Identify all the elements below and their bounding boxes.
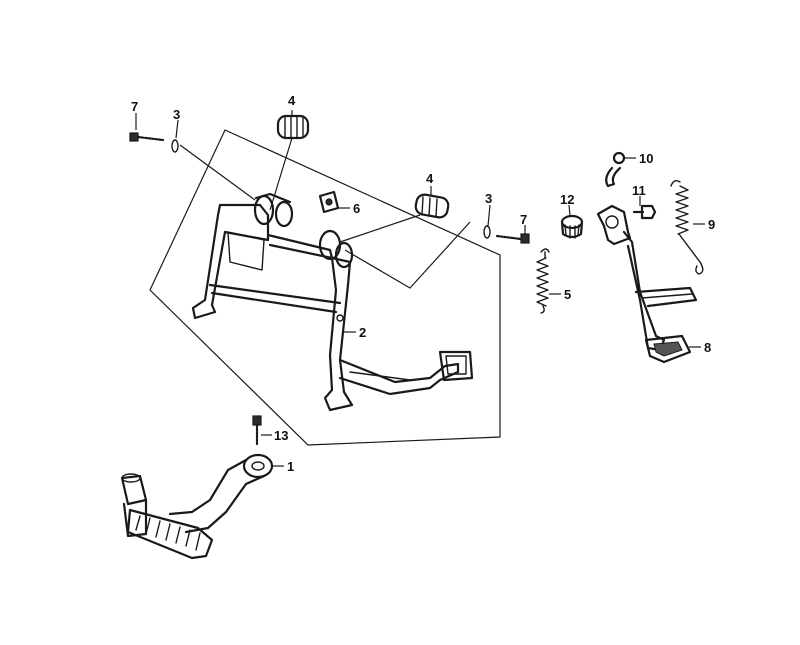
bolt-part-7-left	[129, 132, 165, 142]
bushing-part-4-left	[276, 114, 310, 140]
callout-6: 6	[353, 201, 360, 216]
callout-11: 11	[632, 183, 646, 198]
assembly-frame	[149, 129, 501, 446]
callout-8: 8	[704, 340, 711, 355]
callout-7-left: 7	[131, 99, 138, 114]
leader-3-left	[175, 119, 179, 139]
callout-4-right: 4	[426, 171, 434, 186]
callout-5: 5	[564, 287, 571, 302]
side-stand-part-8	[596, 204, 698, 364]
kick-starter-part-1	[120, 453, 274, 560]
leader-4-left-to-stand	[269, 137, 293, 211]
bolt-part-11	[632, 204, 657, 220]
callout-3-left: 3	[173, 107, 180, 122]
callout-1: 1	[287, 459, 294, 474]
callout-7-right: 7	[520, 212, 527, 227]
assembly-frame-guide	[344, 221, 471, 289]
bolt-part-13	[252, 415, 262, 446]
spring-part-5	[536, 248, 550, 314]
callout-2: 2	[359, 325, 366, 340]
washer-part-3-right	[483, 225, 491, 239]
stopper-part-6	[318, 190, 340, 214]
callout-13: 13	[274, 428, 288, 443]
main-stand-part-2	[191, 192, 474, 412]
clip-part-10	[605, 151, 626, 188]
leader-12	[568, 204, 571, 217]
washer-part-3-left	[171, 139, 179, 153]
callout-4-left: 4	[288, 93, 296, 108]
spring-part-9	[670, 179, 704, 275]
buffer-part-12	[560, 214, 584, 239]
callout-3-right: 3	[485, 191, 492, 206]
leader-4-right-to-stand	[339, 214, 421, 243]
callout-12: 12	[560, 192, 574, 207]
bolt-part-7-right	[495, 233, 530, 244]
callout-10: 10	[639, 151, 653, 166]
assembly-frame-guide	[179, 144, 256, 201]
leader-3-right	[487, 204, 491, 227]
callout-9: 9	[708, 217, 715, 232]
bushing-part-4-right	[414, 193, 450, 219]
